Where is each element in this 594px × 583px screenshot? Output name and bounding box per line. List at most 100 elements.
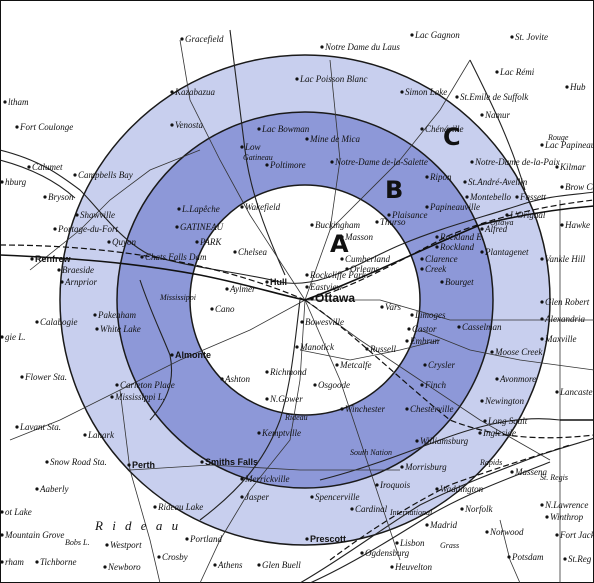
town-marker-l-orignal: [505, 213, 509, 217]
place-label-finch: Finch: [424, 380, 446, 390]
place-label-heuvelton: Heuvelton: [394, 562, 432, 572]
gatineau-river: [229, 29, 286, 276]
town-marker-notre-dame-de-la-paix: [470, 160, 474, 164]
road-south-2: [304, 299, 401, 561]
place-label-kilmar: Kilmar: [559, 162, 586, 172]
town-marker-fort-jackson: [555, 533, 559, 537]
ottawa-river: [0, 149, 594, 284]
town-marker-ripon: [425, 175, 429, 179]
place-label-russell: Russell: [369, 344, 396, 354]
place-label-perth: Perth: [132, 460, 155, 470]
place-label-avonmore: Avonmore: [499, 374, 536, 384]
place-label-st-andr-avellin: St.André-Avellin: [468, 177, 528, 187]
town-marker-alexandria: [540, 317, 544, 321]
place-label-shawville: Shawville: [80, 210, 115, 220]
town-marker-hburg: [0, 180, 4, 184]
highway-east: [304, 205, 594, 301]
place-label-almonte: Almonte: [175, 350, 211, 360]
town-marker-perth: [127, 463, 131, 467]
place-label-gracefield: Gracefield: [185, 34, 224, 44]
town-marker-arnprior: [60, 280, 64, 284]
road-north-east: [329, 59, 471, 231]
town-marker-masson: [340, 235, 344, 239]
town-marker-carleton-place: [115, 383, 119, 387]
place-label-athens: Athens: [217, 560, 243, 570]
town-marker-hub: [565, 85, 569, 89]
town-marker-st-emile-de-suffolk: [455, 95, 459, 99]
ottawa-river-branch: [0, 159, 76, 199]
town-marker-kazabazua: [170, 90, 174, 94]
road-north-west: [179, 39, 306, 301]
town-marker-embrun: [405, 339, 409, 343]
place-label-ripon: Ripon: [429, 172, 452, 182]
place-label-alexandria: Alexandria: [544, 314, 585, 324]
place-label-aylmer: Aylmer: [229, 284, 256, 294]
railway-st-lawrence: [329, 444, 571, 561]
place-label-maxville: Maxville: [544, 334, 576, 344]
place-label-braeside: Braeside: [62, 265, 94, 275]
rideau-river: [199, 299, 301, 521]
place-label-alfred: Alfred: [484, 224, 508, 234]
place-label-waddington: Waddington: [440, 484, 484, 494]
town-marker-bowesville: [300, 320, 304, 324]
town-marker-notre-dame-de-la-salette: [330, 160, 334, 164]
place-label-gie-l: gie L.: [5, 332, 26, 342]
town-marker-cumberland: [340, 257, 344, 261]
town-marker-mountain-grove: [0, 533, 4, 537]
place-label-lisbon: Lisbon: [399, 538, 425, 548]
highway-west: [0, 254, 306, 301]
place-label-bowesville: Bowesville: [305, 317, 344, 327]
place-label-glen-buell: Glen Buell: [262, 560, 301, 570]
town-marker-rockland: [435, 245, 439, 249]
zone-a-label: A: [330, 230, 349, 258]
town-marker-kemptville: [257, 431, 261, 435]
road-perth-east: [129, 464, 400, 471]
place-label-l-orignal: L'Orignal: [509, 210, 546, 220]
place-label-bourget: Bourget: [445, 277, 474, 287]
town-marker-limoges: [410, 313, 414, 317]
town-marker-calabogie: [35, 320, 39, 324]
place-label-morrisburg: Morrisburg: [404, 462, 447, 472]
town-marker-namur: [480, 113, 484, 117]
place-label-calumet: Calumet: [32, 162, 63, 172]
place-label-brow-calum: Brow Calum: [565, 182, 594, 192]
town-marker-lac-poisson-blanc: [295, 77, 299, 81]
place-label-potsdam: Potsdam: [511, 552, 544, 562]
town-marker-portland: [185, 537, 189, 541]
town-marker-fort-coulonge: [15, 125, 19, 129]
town-marker-st-jovite: [510, 35, 514, 39]
place-label-clarence: Clarence: [425, 254, 458, 264]
town-marker-bryson: [43, 195, 47, 199]
place-label-portage-du-fort: Portage-du-Fort: [57, 224, 118, 234]
town-marker-pakenham: [93, 313, 97, 317]
town-marker-ot-lake: [0, 510, 4, 514]
place-label-plantagenet: Plantagenet: [484, 247, 529, 257]
place-label-smiths-falls: Smiths Falls: [205, 457, 258, 467]
place-label-winchester: Winchester: [345, 404, 385, 414]
place-label-renfrew: Renfrew: [35, 254, 72, 264]
town-marker-st-reg: [563, 557, 567, 561]
place-label-campbells-bay: Campbells Bay: [78, 170, 133, 180]
town-marker-newboro: [103, 565, 107, 569]
place-label-osgoode: Osgoode: [318, 380, 350, 390]
town-marker-lancaste: [555, 390, 559, 394]
place-label-park: PARK: [199, 237, 222, 247]
town-marker-ashton: [220, 377, 224, 381]
water-label-grass: Grass: [440, 541, 459, 550]
south-nation-river: [319, 418, 561, 481]
place-label-cumberland: Cumberland: [345, 254, 391, 264]
town-marker-crysler: [423, 363, 427, 367]
place-label-fort-coulonge: Fort Coulonge: [19, 122, 73, 132]
place-label-notre-dame-de-la-salette: Notre-Dame de-la-Salette: [334, 157, 428, 167]
town-marker-merrickville: [240, 477, 244, 481]
place-label-jasper: Jasper: [245, 492, 269, 502]
town-marker-russell: [365, 347, 369, 351]
place-label-poltimore: Poltimore: [269, 160, 306, 170]
town-marker-gatineau: [175, 225, 179, 229]
place-label-rockcliffe-park: Rockcliffe Park: [309, 270, 367, 280]
place-label-metcalfe: Metcalfe: [339, 360, 371, 370]
town-marker-winthrop: [545, 515, 549, 519]
place-label-orleans: Orleans: [350, 264, 379, 274]
town-marker-newington: [480, 399, 484, 403]
